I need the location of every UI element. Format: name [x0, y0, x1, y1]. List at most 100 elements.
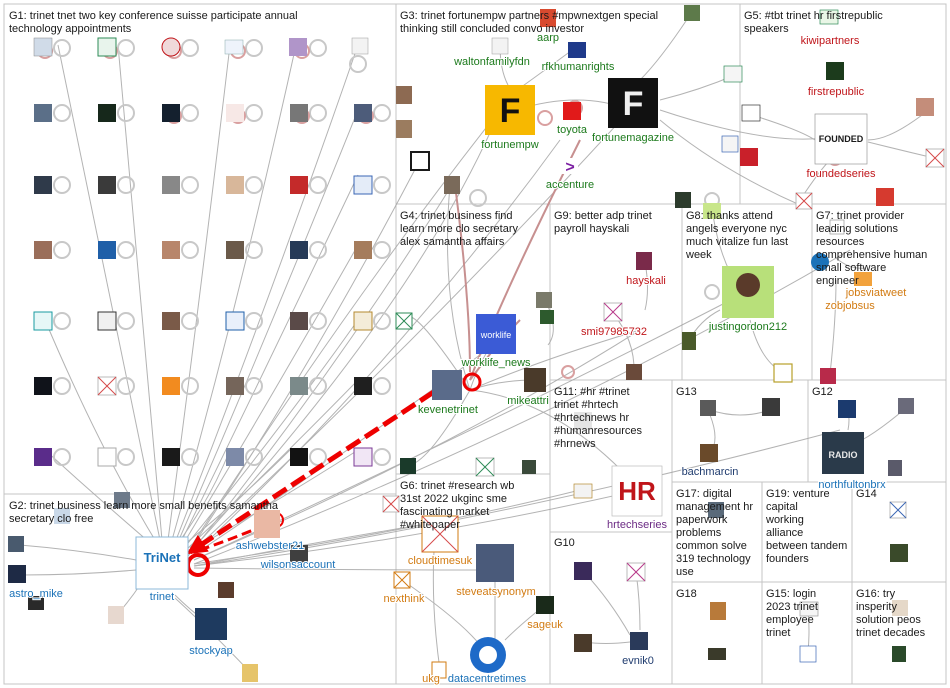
user-thumbnail[interactable] [354, 377, 372, 395]
avatar-icon[interactable] [444, 176, 460, 194]
user-thumbnail[interactable] [354, 104, 372, 122]
user-thumbnail[interactable] [353, 175, 373, 195]
sage-logo-icon[interactable] [536, 596, 554, 614]
user-thumbnail[interactable] [354, 241, 372, 259]
node-label-stockyap[interactable]: stockyap [188, 644, 233, 658]
node-label-evnik0[interactable]: evnik0 [621, 654, 655, 668]
user-thumbnail[interactable] [97, 311, 117, 331]
avatar-icon[interactable] [675, 192, 691, 208]
avatar-icon[interactable] [524, 368, 546, 392]
node-label-accenture[interactable]: accenture [545, 178, 595, 192]
user-thumbnail[interactable] [226, 448, 244, 466]
user-thumbnail[interactable] [162, 104, 180, 122]
avatar-icon[interactable] [432, 370, 462, 400]
node-label-kiwipartners[interactable]: kiwipartners [800, 34, 861, 48]
user-thumbnail[interactable] [97, 37, 117, 57]
avatar-icon[interactable] [540, 310, 554, 324]
kiwi-logo-icon[interactable] [819, 9, 839, 25]
node-label-firstrepublic[interactable]: firstrepublic [807, 85, 866, 99]
user-thumbnail[interactable] [353, 447, 373, 467]
node-label-steveatsynonym[interactable]: steveatsynonym [455, 585, 536, 599]
avatar-icon[interactable] [114, 492, 130, 508]
toyota-logo-icon[interactable] [563, 102, 581, 120]
avatar-icon[interactable] [700, 444, 718, 462]
avatar-icon[interactable] [254, 510, 280, 538]
node-label-datacentretimes[interactable]: datacentretimes [447, 672, 528, 686]
node-label-smi97985732[interactable]: smi97985732 [580, 325, 648, 339]
node-label-ukg[interactable]: ukg [421, 672, 441, 686]
user-thumbnail[interactable] [226, 104, 244, 122]
hr-logo-icon[interactable] [611, 465, 663, 517]
avatar-icon[interactable] [708, 648, 726, 660]
avatar-icon[interactable] [700, 400, 716, 416]
stock-logo-icon[interactable] [195, 608, 227, 640]
node-label-worklife-news[interactable]: worklife_news [459, 356, 532, 370]
worklife-logo-icon[interactable] [476, 314, 516, 354]
user-thumbnail[interactable] [33, 37, 53, 57]
avatar-icon[interactable] [574, 634, 592, 652]
trinet-logo-icon[interactable] [135, 536, 189, 590]
user-thumbnail[interactable] [290, 104, 308, 122]
user-thumbnail[interactable] [224, 39, 244, 55]
avatar-icon[interactable] [8, 536, 24, 552]
avatar-icon[interactable] [396, 86, 412, 104]
jobs-logo-icon[interactable] [811, 253, 829, 271]
node-label-zobjobsus[interactable]: zobjobsus [824, 299, 876, 313]
node-label-hayskali[interactable]: hayskali [625, 274, 667, 288]
user-thumbnail[interactable] [33, 311, 53, 331]
avatar-icon[interactable] [476, 544, 514, 582]
avatar-icon[interactable] [708, 502, 724, 518]
avatar-icon[interactable] [28, 596, 44, 610]
node-label-cloudtimesuk[interactable]: cloudtimesuk [407, 554, 474, 568]
user-thumbnail[interactable] [162, 448, 180, 466]
avatar-icon[interactable] [400, 458, 416, 474]
avatar-icon[interactable] [723, 65, 743, 83]
avatar-icon[interactable] [574, 562, 592, 580]
accenture-logo-icon[interactable] [562, 158, 578, 174]
avatar-icon[interactable] [574, 412, 592, 430]
avatar-icon[interactable] [892, 646, 906, 662]
avatar-icon[interactable] [890, 544, 908, 562]
user-thumbnail[interactable] [34, 448, 52, 466]
node-label-nexthink[interactable]: nexthink [383, 592, 426, 606]
avatar-icon[interactable] [829, 219, 845, 235]
rfk-logo-icon[interactable] [568, 42, 586, 58]
user-thumbnail[interactable] [98, 104, 116, 122]
avatar-icon[interactable] [740, 148, 758, 166]
avatar-icon[interactable] [799, 645, 817, 663]
user-thumbnail[interactable] [34, 241, 52, 259]
user-thumbnail[interactable] [226, 377, 244, 395]
avatar-icon[interactable] [218, 582, 234, 598]
avatar-icon[interactable] [762, 398, 780, 416]
user-thumbnail[interactable] [162, 312, 180, 330]
node-label-sageuk[interactable]: sageuk [526, 618, 564, 632]
user-thumbnail[interactable] [289, 38, 307, 56]
user-thumbnail[interactable] [353, 311, 373, 331]
user-thumbnail[interactable] [290, 241, 308, 259]
avatar-icon[interactable] [682, 332, 696, 350]
avatar-icon[interactable] [721, 135, 739, 153]
avatar-icon[interactable] [410, 151, 430, 171]
avatar-icon[interactable] [396, 120, 412, 138]
ukg-logo-icon[interactable] [431, 661, 447, 679]
astronaut-photo-icon[interactable] [8, 565, 26, 583]
user-thumbnail[interactable] [34, 176, 52, 194]
node-label-foundedseries[interactable]: foundedseries [805, 167, 877, 181]
user-thumbnail[interactable] [162, 241, 180, 259]
node-label-wilsonsaccount[interactable]: wilsonsaccount [259, 558, 337, 572]
node-label-toyota[interactable]: toyota [556, 123, 589, 137]
avatar-icon[interactable] [710, 602, 726, 620]
avatar-icon[interactable] [636, 252, 652, 270]
radio-logo-icon[interactable] [822, 432, 864, 474]
node-label-ashwebster21[interactable]: ashwebster21 [235, 539, 306, 553]
node-label-astro-mike[interactable]: astro_mike [8, 587, 64, 601]
user-thumbnail[interactable] [290, 448, 308, 466]
user-thumbnail[interactable] [226, 241, 244, 259]
avatar-icon[interactable] [703, 203, 721, 219]
user-thumbnail[interactable] [97, 447, 117, 467]
user-thumbnail[interactable] [98, 241, 116, 259]
avatar-icon[interactable] [573, 483, 593, 499]
avatar-icon[interactable] [799, 601, 819, 617]
user-thumbnail[interactable] [351, 37, 369, 55]
node-label-bachmarcin[interactable]: bachmarcin [681, 465, 740, 479]
